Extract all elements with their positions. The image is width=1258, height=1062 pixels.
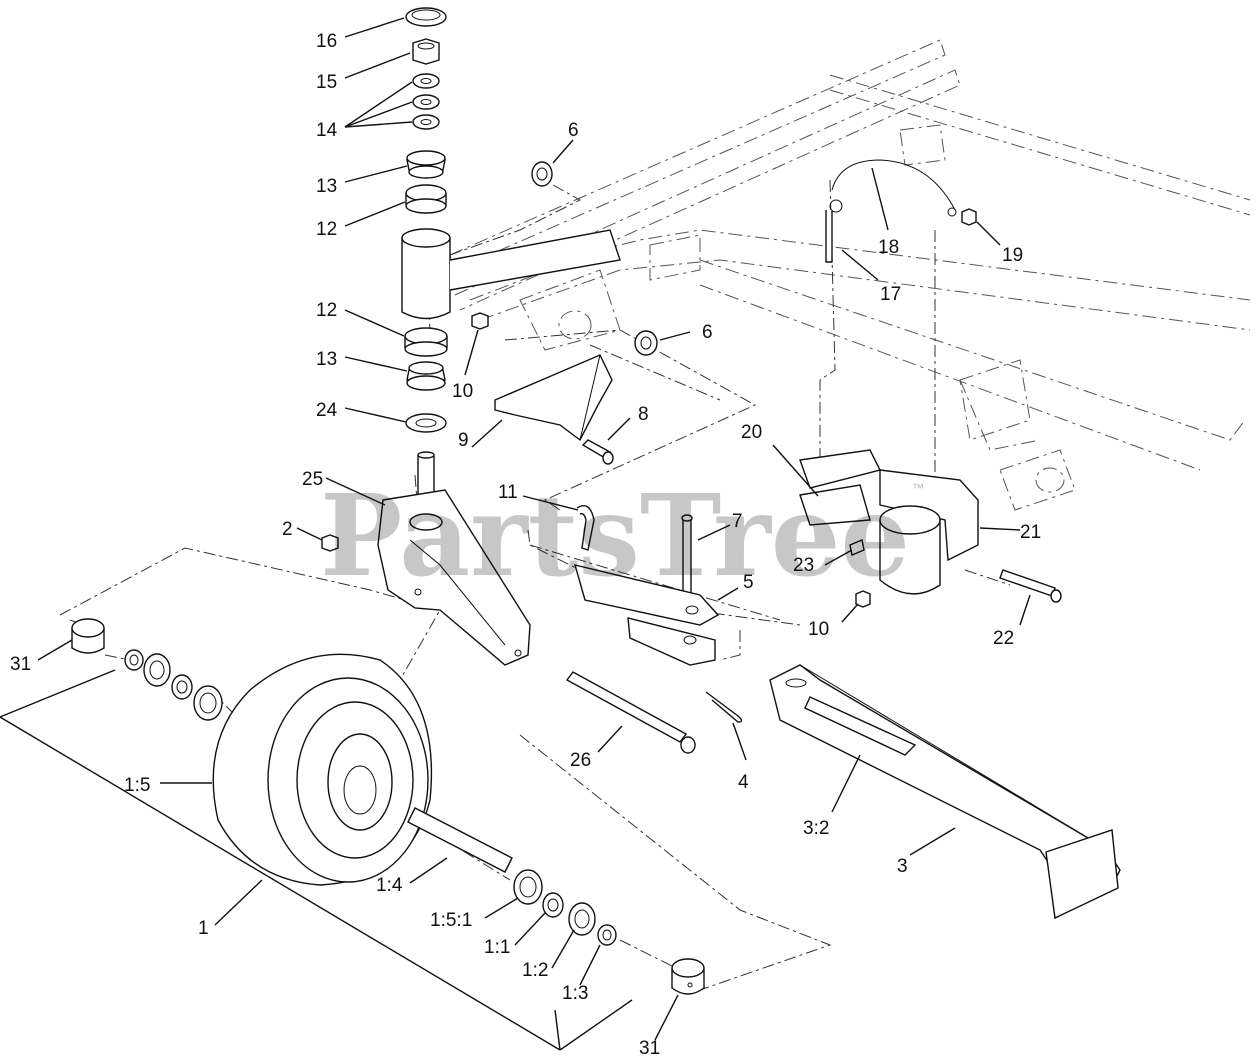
- callout-17: 17: [880, 284, 901, 305]
- callout-31-left: 31: [10, 654, 31, 675]
- callout-13-bottom: 13: [316, 349, 337, 370]
- callout-13-top: 13: [316, 176, 337, 197]
- caster-spindle-stack: [377, 7, 621, 666]
- callout-1-5: 1:5: [124, 775, 150, 796]
- callout-15: 15: [316, 72, 337, 93]
- callout-12-bottom: 12: [316, 300, 337, 321]
- pivot-hardware: [799, 159, 1062, 608]
- callout-12-top: 12: [316, 219, 337, 240]
- tow-arm: [769, 664, 1121, 920]
- callout-10-right: 10: [808, 619, 829, 640]
- callout-20: 20: [741, 422, 762, 443]
- callout-25: 25: [302, 469, 323, 490]
- callout-16: 16: [316, 31, 337, 52]
- callout-3: 3: [897, 856, 908, 877]
- watermark: PartsTree ™: [320, 471, 924, 602]
- callout-31-right: 31: [639, 1038, 660, 1059]
- bracket-hardware: [321, 161, 743, 754]
- callout-6-top: 6: [568, 120, 579, 141]
- frame-phantom: [449, 39, 1251, 511]
- callout-4: 4: [738, 772, 749, 793]
- callout-labels: 16 15 14 13 12 12 13 24 25 2 31 1:5 1:4 …: [10, 31, 1041, 1059]
- callout-10-left: 10: [452, 381, 473, 402]
- callout-2: 2: [282, 519, 293, 540]
- callout-11: 11: [498, 482, 518, 503]
- watermark-trademark: ™: [912, 481, 924, 495]
- callout-19: 19: [1002, 245, 1023, 266]
- leader-lines: [0, 17, 1031, 1051]
- callout-1-5-1: 1:5:1: [430, 910, 472, 931]
- callout-22: 22: [993, 628, 1014, 649]
- caster-wheel-assembly: [71, 618, 705, 995]
- callout-1-4: 1:4: [376, 875, 403, 896]
- callout-23: 23: [793, 555, 814, 576]
- callout-8: 8: [638, 404, 649, 425]
- watermark-text: PartsTree: [320, 471, 910, 602]
- callout-24: 24: [316, 400, 338, 421]
- callout-26: 26: [570, 750, 591, 771]
- callout-18: 18: [878, 237, 899, 258]
- callout-21: 21: [1020, 522, 1041, 543]
- callout-1-1: 1:1: [484, 937, 510, 958]
- callout-3-2: 3:2: [803, 818, 829, 839]
- callout-1-2: 1:2: [522, 960, 548, 981]
- callout-14: 14: [316, 120, 338, 141]
- callout-1: 1: [198, 918, 209, 939]
- callout-1-3: 1:3: [562, 983, 588, 1004]
- callout-5: 5: [743, 572, 754, 593]
- callout-6-mid: 6: [702, 322, 713, 343]
- callout-9: 9: [458, 430, 469, 451]
- callout-7: 7: [732, 511, 743, 532]
